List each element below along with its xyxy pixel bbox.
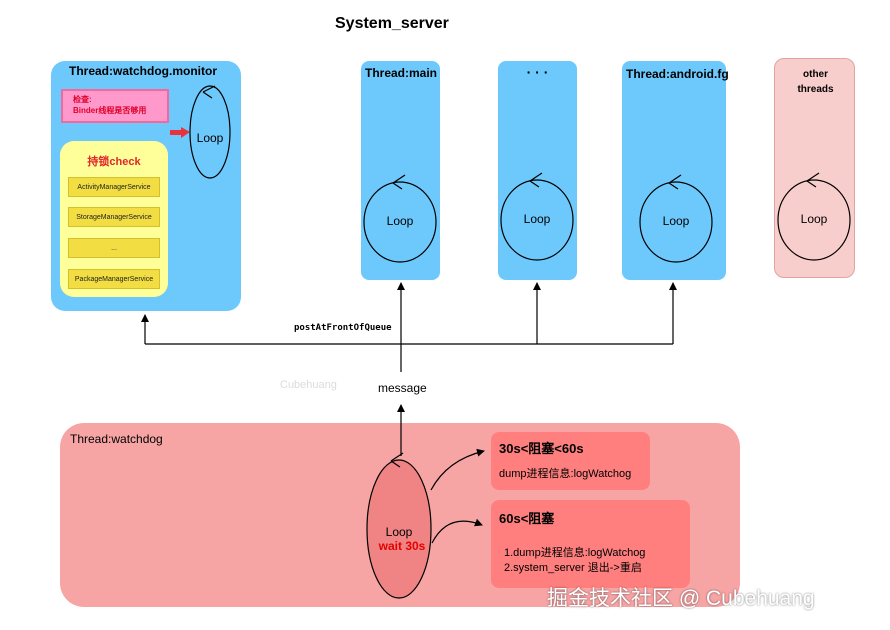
loop-label-other: Loop [800, 212, 828, 226]
watchdog-monitor-thread: Thread:watchdog.monitor 检查: Binder线程是否够用… [51, 61, 241, 311]
thread-android-fg-label: Thread:android.fg [626, 67, 729, 81]
thread-ellipsis-label: · · · [526, 64, 549, 80]
service-storage-manager: StorageManagerService [68, 207, 160, 227]
lock-check-title: 持锁check [87, 156, 141, 168]
binder-check-note: 检查: Binder线程是否够用 [61, 89, 169, 123]
message-label: message [377, 381, 428, 395]
thread-main-label: Thread:main [365, 66, 438, 80]
loop-label-watchdog: Loop [385, 525, 413, 539]
callout-60s-line-1: 1.dump进程信息:logWatchog [504, 547, 646, 559]
thread-main-box: Thread:main [361, 61, 440, 280]
service-ellipsis: ... [68, 238, 160, 258]
other-threads-box: other threads [774, 58, 855, 278]
wait-label: wait 30s [378, 539, 426, 553]
loop-label-android-fg: Loop [662, 214, 690, 228]
thread-android-fg-box: Thread:android.fg [622, 61, 729, 280]
callout-60s-line-2: 2.system_server 退出->重启 [504, 562, 642, 574]
other-threads-label: other threads [797, 69, 834, 95]
callout-30-60s: 30s<阻塞<60s dump进程信息:logWatchog [491, 432, 650, 490]
loop-label-main: Loop [386, 214, 414, 228]
callout-60s-title: 60s<阻塞 [499, 511, 555, 526]
faint-watermark: Cubehuang [280, 379, 337, 391]
watchdog-monitor-label: Thread:watchdog.monitor [69, 64, 217, 78]
callout-30-60s-title: 30s<阻塞<60s [499, 441, 584, 456]
lock-check-card: 持锁check ActivityManagerService StorageMa… [60, 141, 168, 297]
loop-label-ellipsis: Loop [523, 212, 551, 226]
watchdog-thread-label: Thread:watchdog [70, 432, 163, 446]
callout-60s: 60s<阻塞 1.dump进程信息:logWatchog 2.system_se… [491, 500, 690, 588]
callout-30-60s-text: dump进程信息:logWatchog [499, 468, 632, 480]
service-activity-manager: ActivityManagerService [68, 177, 160, 197]
diagram-title: System_server [335, 15, 449, 32]
post-at-front-label: postAtFrontOfQueue [294, 323, 392, 333]
site-watermark: 掘金技术社区 @ Cubehuang [547, 587, 815, 610]
service-package-manager: PackageManagerService [68, 269, 160, 289]
thread-ellipsis-box: · · · [498, 61, 577, 280]
loop-label-monitor: Loop [196, 131, 224, 145]
